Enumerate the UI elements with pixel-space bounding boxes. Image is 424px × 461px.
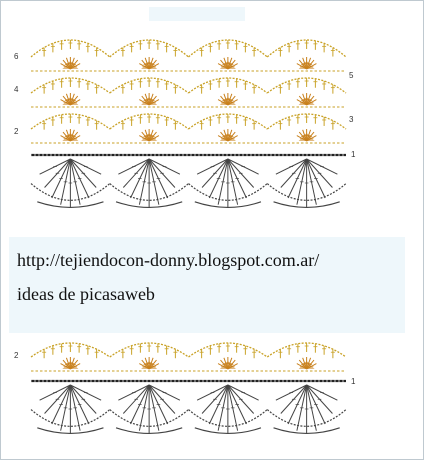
picot-edge xyxy=(115,201,183,208)
row-number-2-bottom: 2 xyxy=(14,351,19,360)
shell-fill xyxy=(219,361,236,369)
shell-fill xyxy=(62,133,79,141)
crochet-chart-top xyxy=(30,39,347,208)
row-number-3: 3 xyxy=(349,115,354,124)
shell-fill xyxy=(298,361,315,369)
caption-band xyxy=(9,237,405,319)
source-url: http://tejiendocon-donny.blogspot.com.ar… xyxy=(17,250,320,270)
row-number-1-bottom: 1 xyxy=(351,377,356,386)
shell-fill xyxy=(141,61,158,69)
picot-edge xyxy=(194,201,262,208)
picot-edge xyxy=(194,427,262,434)
chain-arch xyxy=(109,113,189,130)
chain-arch xyxy=(188,113,268,130)
shell-fill xyxy=(62,97,79,105)
chain-arch xyxy=(30,77,111,94)
picot-edge xyxy=(115,427,183,434)
shell-fill xyxy=(298,133,315,141)
picot-edge xyxy=(273,427,340,434)
shell-fill xyxy=(62,361,79,369)
row-number-1: 1 xyxy=(351,150,356,159)
row-number-4: 4 xyxy=(14,85,19,94)
shell-fill xyxy=(141,133,158,141)
source-credit: ideas de picasaweb xyxy=(17,284,155,304)
background-patch xyxy=(149,7,245,21)
shell-fill xyxy=(62,61,79,69)
shell-fill xyxy=(298,97,315,105)
background-band xyxy=(9,319,405,333)
shell-fill xyxy=(219,133,236,141)
shell-fill xyxy=(219,97,236,105)
row-number-5: 5 xyxy=(349,71,354,80)
picot-edge xyxy=(37,427,104,434)
shell-fill xyxy=(298,61,315,69)
chain-arch xyxy=(266,113,347,130)
shell-fill xyxy=(219,61,236,69)
picot-edge xyxy=(273,201,340,208)
picot-edge xyxy=(37,201,104,208)
chain-arch xyxy=(266,77,347,94)
chain-arch xyxy=(109,77,189,94)
crochet-chart-bottom xyxy=(30,342,347,434)
shell-fill xyxy=(141,97,158,105)
chain-arch xyxy=(30,113,111,130)
row-number-2: 2 xyxy=(14,127,19,136)
chain-arch xyxy=(188,77,268,94)
shell-fill xyxy=(141,361,158,369)
row-number-6: 6 xyxy=(14,52,19,61)
